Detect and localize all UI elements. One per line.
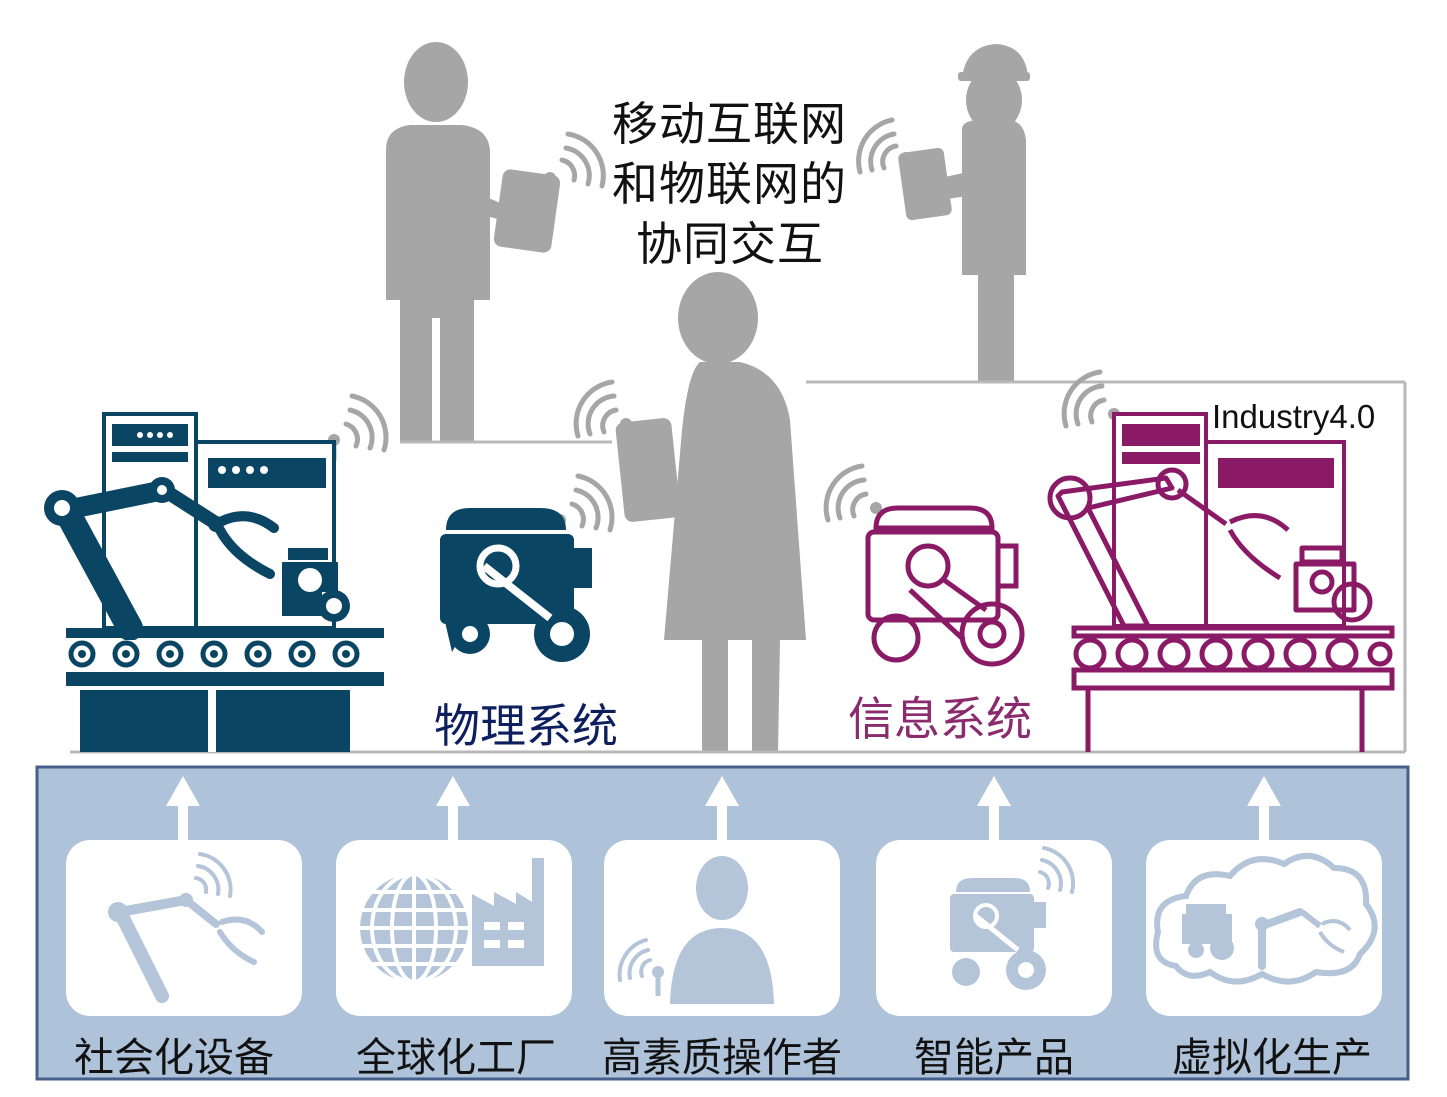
foundation-label-virtual-production: 虚拟化生产 [1172,1025,1372,1083]
foundation-label-social-devices: 社会化设备 [74,1025,274,1083]
cyber-system-label: 信息系统 [848,683,1032,749]
physical-system-label: 物理系统 [434,690,618,756]
man-with-tablet-figure [386,42,561,442]
physical-product-icon [440,508,592,662]
title-line-1: 移动互联网 [612,88,847,154]
woman-with-tablet-figure [615,272,806,752]
cyber-machine-icon [1050,414,1392,752]
physical-machine-icon [44,414,384,752]
title-line-2: 和物联网的 [612,148,847,214]
title-line-3: 协同交互 [636,208,824,274]
worker-with-tablet-figure [897,44,1030,382]
foundation-label-skilled-operator: 高素质操作者 [602,1025,842,1083]
cyber-product-icon [868,508,1022,664]
foundation-label-smart-product: 智能产品 [914,1025,1074,1083]
foundation-label-global-factory: 全球化工厂 [356,1025,556,1083]
industry-label: Industry4.0 [1212,398,1375,436]
